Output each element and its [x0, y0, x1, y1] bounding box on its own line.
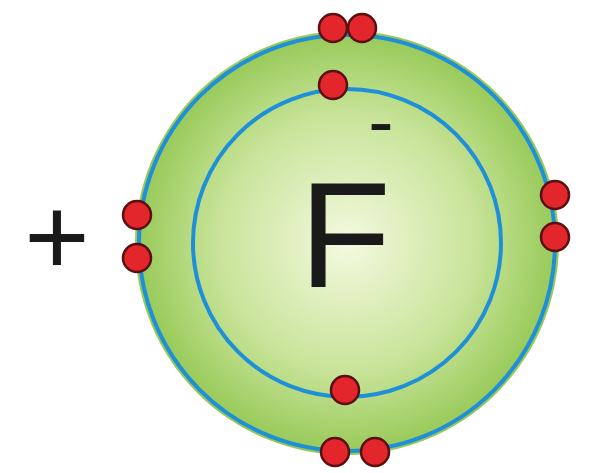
- electron: [321, 438, 349, 466]
- electron: [348, 14, 376, 42]
- element-symbol: F: [299, 160, 391, 310]
- electron: [123, 244, 151, 272]
- electron: [541, 181, 569, 209]
- electron: [361, 438, 389, 466]
- electron: [123, 201, 151, 229]
- electron: [319, 14, 347, 42]
- ion-charge: -: [368, 83, 393, 159]
- ion-circle: F-: [137, 33, 557, 453]
- electron: [541, 223, 569, 251]
- electron: [319, 71, 347, 99]
- plus-sign: +: [24, 181, 89, 293]
- electron: [331, 376, 359, 404]
